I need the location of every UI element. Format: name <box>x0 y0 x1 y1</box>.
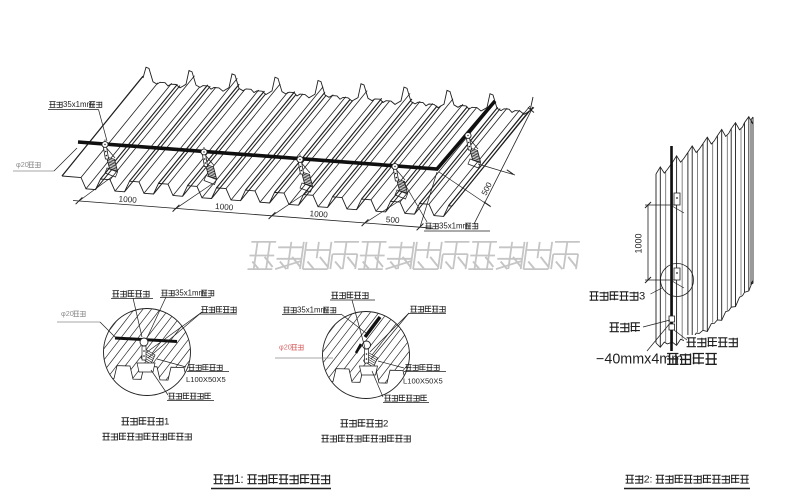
svg-text:1000: 1000 <box>215 202 234 212</box>
svg-text:35x1mm: 35x1mm <box>439 222 469 231</box>
svg-text:3: 3 <box>639 291 645 303</box>
svg-text:35x1mm: 35x1mm <box>175 289 205 298</box>
svg-text:500: 500 <box>386 215 401 225</box>
svg-text:35x1mm: 35x1mm <box>297 306 327 315</box>
svg-text:−40mmx4mm: −40mmx4mm <box>596 352 683 368</box>
svg-text:1000: 1000 <box>634 233 644 253</box>
svg-text:φ20: φ20 <box>16 160 29 169</box>
svg-text:1000: 1000 <box>309 209 328 219</box>
svg-text:35x1mm: 35x1mm <box>63 100 93 109</box>
svg-text:2: 2 <box>644 474 650 486</box>
svg-text:1: 1 <box>164 416 169 427</box>
svg-text:L100X50X5: L100X50X5 <box>403 377 443 386</box>
svg-text:φ20: φ20 <box>279 343 292 352</box>
svg-text::: : <box>650 474 653 486</box>
svg-text::: : <box>240 473 243 486</box>
svg-text:1000: 1000 <box>118 195 137 205</box>
svg-text:2: 2 <box>383 418 388 429</box>
svg-text:1: 1 <box>234 473 241 486</box>
svg-text:φ20: φ20 <box>61 309 74 318</box>
svg-text:L100X50X5: L100X50X5 <box>186 375 226 384</box>
